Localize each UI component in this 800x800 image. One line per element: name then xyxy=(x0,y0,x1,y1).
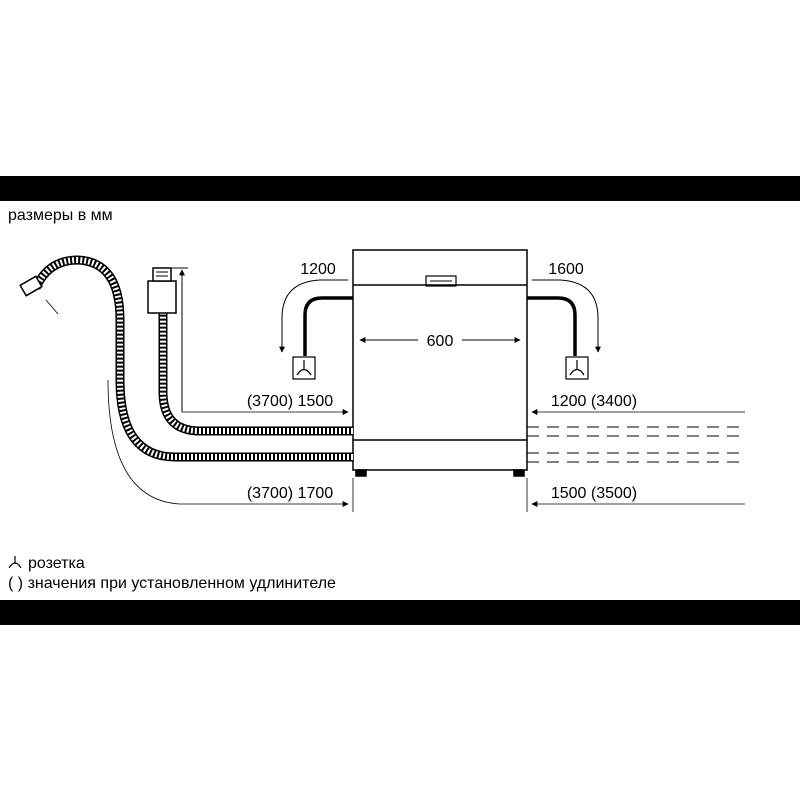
legend-extension-label: значения при установленном удлинителе xyxy=(27,575,336,592)
legend-extension-symbol: ( ) xyxy=(8,575,24,592)
left-socket-icon xyxy=(292,356,316,380)
width-value: 600 xyxy=(427,333,454,350)
right-lower-dimension: 1500 (3500) xyxy=(551,485,637,502)
socket-icon xyxy=(8,556,22,569)
aquastop-hose xyxy=(147,267,353,436)
drain-hose-upper-dimension: (3700) 1500 xyxy=(247,393,333,410)
bottom-black-band xyxy=(0,600,800,625)
right-socket-icon xyxy=(565,356,589,380)
top-left-dimension: 1200 xyxy=(300,261,336,278)
left-power-cable: 1200 xyxy=(279,261,353,356)
right-upper-dimension: 1200 (3400) xyxy=(551,393,637,410)
width-dimension: 600 xyxy=(359,333,521,350)
dishwasher-body xyxy=(352,249,528,477)
right-guide-lines xyxy=(526,409,745,512)
left-guide-lines xyxy=(45,299,354,512)
units-label: размеры в мм xyxy=(8,207,113,224)
right-hose-continuation xyxy=(527,426,745,463)
right-power-cable: 1600 xyxy=(527,261,601,356)
top-black-band xyxy=(0,176,800,201)
drain-hose-lower-dimension: (3700) 1700 xyxy=(247,485,333,502)
height-marker xyxy=(170,267,188,412)
legend-extension: ( ) значения при установленном удлинител… xyxy=(8,574,336,594)
drain-hose xyxy=(19,255,353,462)
legend-socket: розетка xyxy=(8,554,85,574)
legend-socket-label: розетка xyxy=(28,555,85,572)
top-right-dimension: 1600 xyxy=(548,261,584,278)
